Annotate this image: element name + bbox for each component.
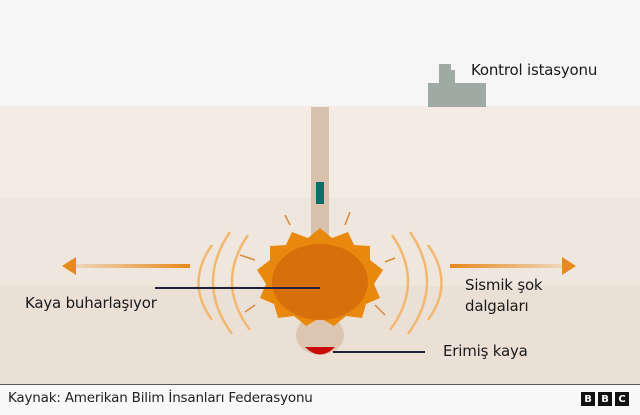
- molten-rock-icon: [305, 347, 335, 355]
- seismic-waves-right: [388, 231, 443, 335]
- label-control-station: Kontrol istasyonu: [471, 61, 598, 79]
- device-icon: [316, 182, 324, 204]
- control-station-icon: [428, 64, 486, 107]
- explosion-spikes: [239, 211, 396, 316]
- bbc-logo: B B C: [581, 392, 629, 406]
- sky: [0, 0, 640, 106]
- bbc-logo-b2: B: [598, 392, 612, 406]
- label-rock-vaporizing: Kaya buharlaşıyor: [25, 294, 157, 312]
- explosion-diagram: [62, 64, 576, 355]
- source-text: Kaynak: Amerikan Bilim İnsanları Federas…: [8, 390, 313, 406]
- arrow-right-icon: [450, 257, 576, 275]
- label-seismic-line1: Sismik şok: [465, 276, 543, 294]
- bbc-logo-c: C: [615, 392, 629, 406]
- arrow-left-icon: [62, 257, 190, 275]
- label-seismic-line2: dalgaları: [465, 297, 529, 315]
- bbc-logo-b1: B: [581, 392, 595, 406]
- borehole-shaft: [311, 107, 329, 247]
- footer: Kaynak: Amerikan Bilim İnsanları Federas…: [0, 384, 640, 415]
- label-molten-rock: Erimiş kaya: [443, 342, 528, 360]
- seismic-waves-left: [197, 231, 252, 335]
